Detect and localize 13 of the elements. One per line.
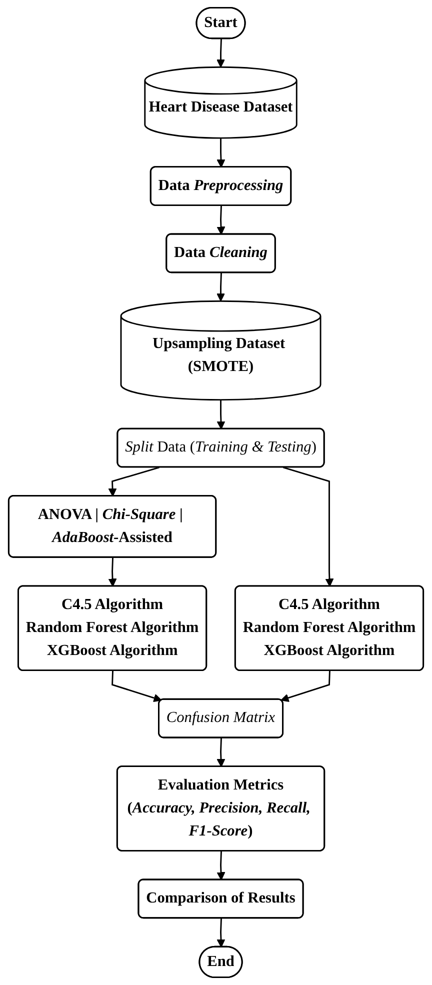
arrow bbox=[216, 851, 226, 880]
arrow bbox=[216, 206, 226, 235]
arrow bbox=[216, 138, 226, 168]
arrow bbox=[216, 738, 226, 768]
arrow bbox=[108, 466, 160, 497]
arrow bbox=[283, 466, 334, 587]
arrow bbox=[112, 670, 162, 702]
arrow bbox=[216, 272, 225, 302]
arrow bbox=[216, 400, 226, 430]
arrow bbox=[108, 558, 117, 587]
arrow bbox=[216, 918, 226, 948]
arrow bbox=[216, 38, 225, 68]
arrow bbox=[280, 670, 330, 702]
